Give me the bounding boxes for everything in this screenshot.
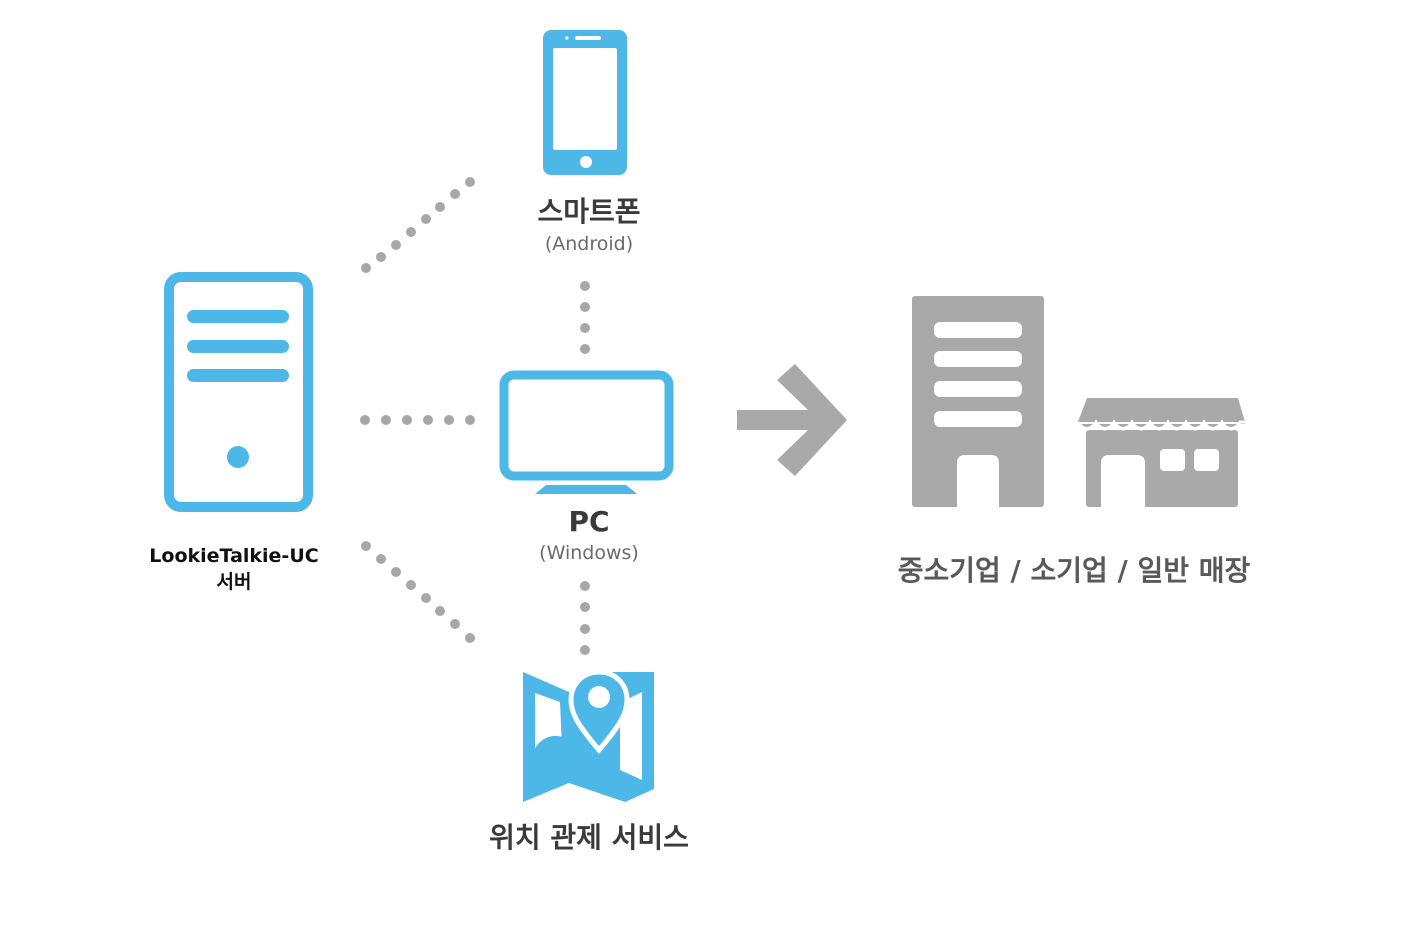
location-service-label: 위치 관제 서비스 <box>489 821 689 854</box>
server-tower-icon <box>164 272 313 512</box>
right-arrow-icon <box>737 364 847 476</box>
server-name-label: LookieTalkie-UC <box>149 545 319 567</box>
connector-server-smartphone <box>361 177 475 273</box>
monitor-icon <box>499 370 674 494</box>
office-building-icon <box>912 296 1044 507</box>
map-pin-icon <box>523 669 654 802</box>
smartphone-label: 스마트폰 <box>537 195 641 228</box>
connector-smartphone-pc <box>580 281 590 354</box>
pc-label: PC <box>568 505 610 538</box>
storefront-icon <box>1076 398 1245 507</box>
connector-server-location <box>361 541 475 643</box>
target-businesses-label: 중소기업 / 소기업 / 일반 매장 <box>897 554 1251 587</box>
connector-pc-location <box>580 581 590 655</box>
connector-server-pc <box>360 415 475 425</box>
pc-os-label: (Windows) <box>539 542 639 564</box>
smartphone-os-label: (Android) <box>544 233 634 255</box>
smartphone-icon <box>543 30 627 175</box>
server-role-label: 서버 <box>216 571 252 593</box>
